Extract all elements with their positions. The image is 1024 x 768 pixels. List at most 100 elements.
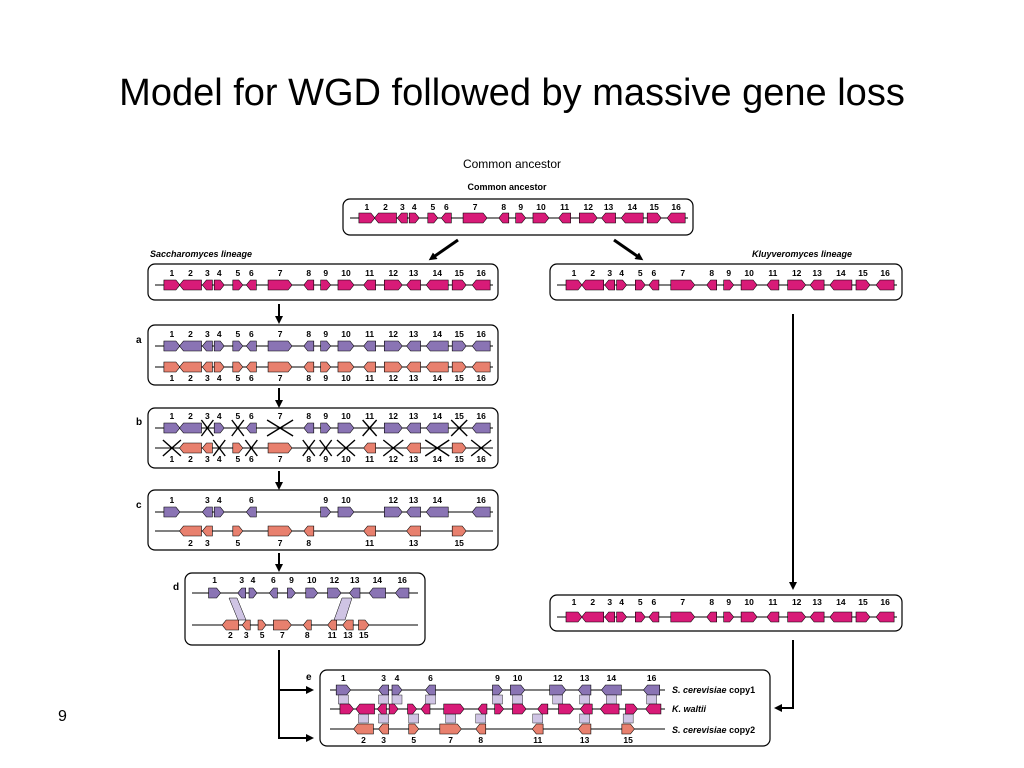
gene-label-11: 11: [365, 329, 374, 339]
gene-15: [358, 619, 370, 631]
gene-label-6: 6: [249, 495, 254, 505]
gene-13: [349, 587, 361, 599]
gene-label-11: 11: [365, 411, 374, 421]
cross-out-icon: [424, 439, 450, 457]
gene-8: [706, 279, 718, 291]
synteny-band: [606, 694, 617, 705]
gene-3: [378, 684, 389, 696]
gene-2: [179, 340, 202, 352]
gene-label-2: 2: [188, 373, 193, 383]
gene-label-10: 10: [341, 411, 351, 421]
gene-14: [425, 361, 449, 373]
gene-13: [579, 703, 593, 715]
gene-3: [202, 279, 213, 291]
kluyveromyces-box: [549, 263, 903, 301]
gene-10: [532, 212, 550, 224]
gene-label-16: 16: [476, 495, 486, 505]
cross-out-icon: [266, 419, 294, 437]
synteny-band: [492, 694, 503, 705]
gene-label-8: 8: [306, 373, 311, 383]
gene-label-1: 1: [365, 202, 370, 212]
gene-13: [406, 361, 421, 373]
gene-1: [163, 279, 181, 291]
gene-14: [368, 587, 386, 599]
gene-label-9: 9: [726, 268, 731, 278]
gene-label-6: 6: [249, 411, 254, 421]
gene-6: [245, 506, 257, 518]
gene-14: [601, 684, 622, 696]
cross-out-icon: [319, 439, 333, 457]
synteny-band: [579, 713, 590, 724]
gene-label-2: 2: [188, 268, 193, 278]
cross-out-icon: [200, 419, 214, 437]
gene-label-13: 13: [580, 735, 590, 745]
gene-15: [855, 611, 871, 623]
cross-out-icon: [231, 419, 245, 437]
synteny-band: [532, 713, 543, 724]
gene-3: [397, 212, 408, 224]
gene-label-16: 16: [476, 454, 486, 464]
gene-label-16: 16: [880, 268, 890, 278]
gene-16: [471, 422, 491, 434]
gene-13: [601, 212, 616, 224]
gene-label-11: 11: [365, 373, 374, 383]
gene-label-5: 5: [235, 268, 240, 278]
gene-label-3: 3: [607, 268, 612, 278]
track-label-copy1: S. cerevisiae copy1: [672, 685, 755, 695]
synteny-band: [228, 597, 247, 621]
gene-14: [425, 506, 449, 518]
gene-3: [604, 611, 616, 623]
gene-2: [221, 619, 239, 631]
gene-label-14: 14: [432, 268, 442, 278]
gene-label-8: 8: [306, 454, 311, 464]
gene-label-15: 15: [858, 268, 868, 278]
gene-label-3: 3: [205, 454, 210, 464]
gene-label-2: 2: [590, 597, 595, 607]
gene-12: [383, 422, 403, 434]
gene-9: [492, 684, 503, 696]
gene-label-7: 7: [278, 538, 283, 548]
cross-out-icon: [450, 419, 468, 437]
gene-label-7: 7: [680, 597, 685, 607]
gene-label-5: 5: [638, 597, 643, 607]
page-number: 9: [58, 708, 67, 725]
gene-label-6: 6: [652, 268, 657, 278]
gene-label-11: 11: [365, 268, 374, 278]
gene-4: [213, 279, 225, 291]
synteny-band: [378, 713, 389, 724]
gene-3: [604, 279, 616, 291]
gene-12: [787, 279, 807, 291]
gene-label-15: 15: [623, 735, 633, 745]
gene-label-4: 4: [251, 575, 256, 585]
gene-13: [406, 279, 421, 291]
gene-12: [578, 212, 598, 224]
gene-label-12: 12: [389, 411, 399, 421]
synteny-band: [512, 694, 523, 705]
gene-14: [425, 340, 449, 352]
gene-label-16: 16: [476, 268, 486, 278]
step-label-d: d: [173, 582, 179, 593]
gene-11: [363, 442, 376, 454]
gene-7: [267, 442, 293, 454]
gene-3: [237, 587, 247, 599]
gene-label-15: 15: [454, 373, 464, 383]
gene-label-15: 15: [454, 454, 464, 464]
gene-12: [383, 279, 403, 291]
gene-11: [766, 611, 780, 623]
gene-4: [388, 703, 399, 715]
gene-11: [531, 723, 544, 735]
gene-16: [875, 279, 895, 291]
gene-5: [427, 212, 439, 224]
gene-7: [439, 723, 462, 735]
gene-15: [621, 723, 635, 735]
stage-e-box: [319, 669, 771, 747]
gene-label-10: 10: [341, 454, 351, 464]
gene-label-9: 9: [323, 329, 328, 339]
gene-4: [408, 212, 420, 224]
synteny-band: [445, 713, 456, 724]
gene-label-2: 2: [188, 411, 193, 421]
gene-2: [179, 422, 202, 434]
gene-label-10: 10: [536, 202, 546, 212]
synteny-band: [475, 713, 486, 724]
gene-label-4: 4: [395, 673, 400, 683]
